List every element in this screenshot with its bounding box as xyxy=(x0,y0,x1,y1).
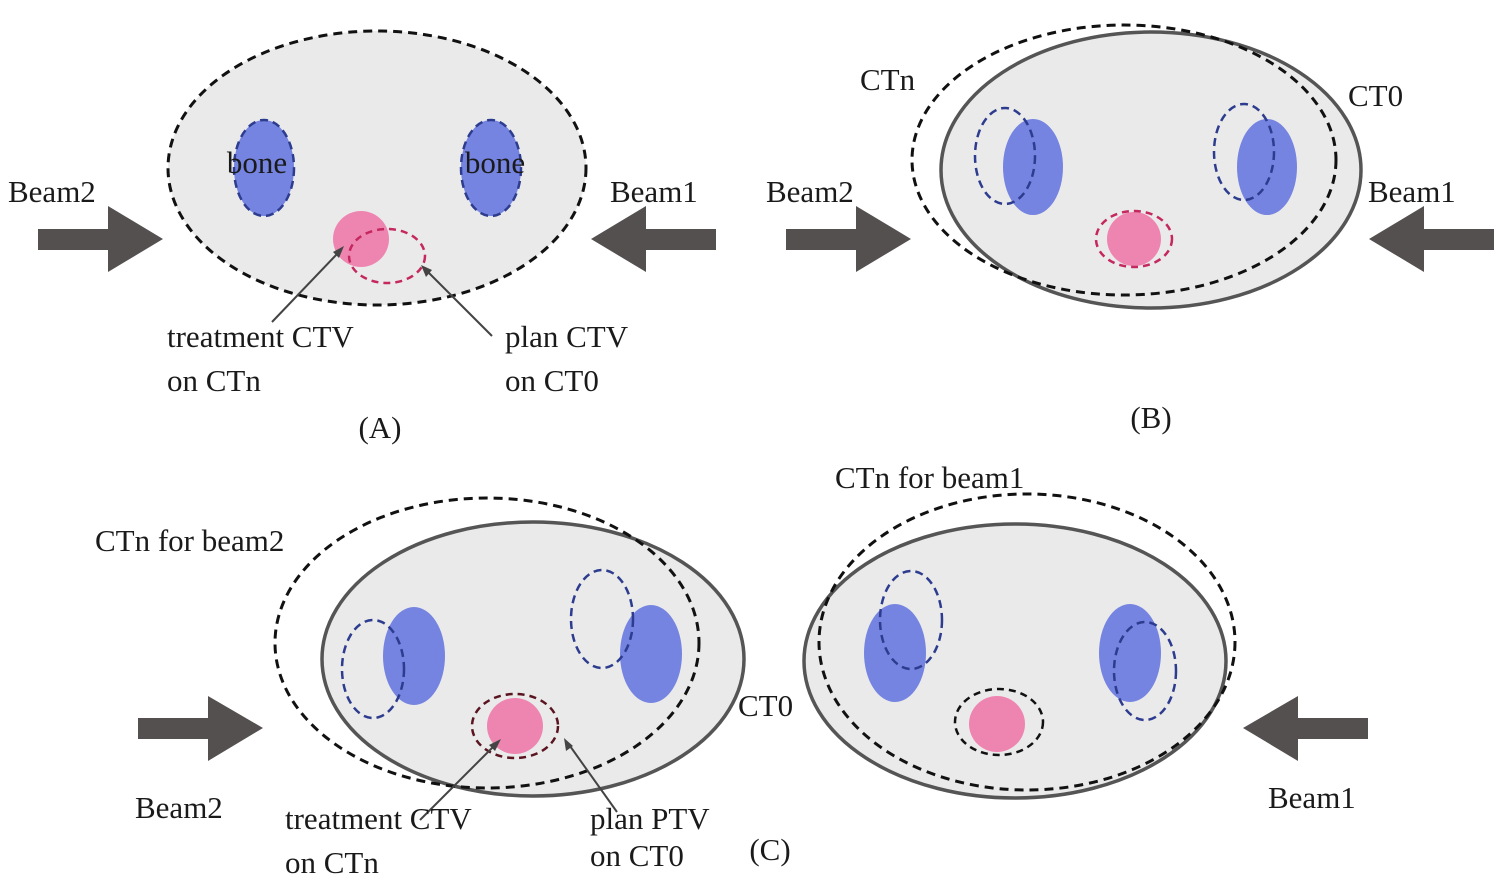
panel-c-left-body-fill xyxy=(322,522,744,796)
panel-b-plan-ctv xyxy=(1094,209,1174,269)
panel-a-callout-treatment-line1: treatment CTV xyxy=(167,319,354,354)
panel-b-ct0-outline xyxy=(939,30,1363,310)
panel-a-label: (A) xyxy=(358,410,401,445)
panel-a-beam-right-label: Beam1 xyxy=(610,174,698,209)
panel-a-beam-left-arrow xyxy=(38,206,163,272)
panel-a-body-outline xyxy=(166,29,588,307)
panel-a-bone-right xyxy=(461,120,521,216)
panel-c-callout-plan-line2: on CT0 xyxy=(590,838,684,873)
panel-a-pointer-plan-head xyxy=(421,265,432,277)
panel-c-beam-right-arrow xyxy=(1243,696,1368,761)
panel-b-bone-left xyxy=(1003,119,1063,215)
panel-a-pointer-treatment xyxy=(271,253,338,323)
panel-c-pointer-treatment xyxy=(419,745,495,821)
panel-c-pointer-plan xyxy=(569,745,618,813)
panel-c-left-bone-left-outline xyxy=(340,618,406,720)
panel-c-right-treatment-ctv xyxy=(969,696,1025,752)
panel-b-treatment-ctv xyxy=(1107,212,1161,266)
panel-c-callout-treatment-line1: treatment CTV xyxy=(285,801,472,836)
panel-c-ctn-beam1-label: CTn for beam1 xyxy=(835,460,1024,495)
panel-c-left-bone-left xyxy=(383,607,445,705)
panel-c-right-bone-left-outline xyxy=(878,569,944,671)
panel-a-pointer-treatment-head xyxy=(333,246,344,258)
panel-b-beam-left-label: Beam2 xyxy=(766,174,854,209)
panel-a-beam-left-label: Beam2 xyxy=(8,174,96,209)
panel-c-right-ctn-outline xyxy=(817,492,1237,792)
panel-a-bone-right-outline xyxy=(459,118,523,218)
panel-c-right-bone-right xyxy=(1099,604,1161,702)
panel-b-body-fill xyxy=(941,32,1361,308)
panel-c-ct0-label: CT0 xyxy=(738,688,793,723)
panel-c-beam-left-label: Beam2 xyxy=(135,790,223,825)
panel-a: bone bone Beam2 Beam1 treatment CTV on C… xyxy=(8,29,716,445)
panel-b-bone-right xyxy=(1237,119,1297,215)
panel-a-bone-left-label: bone xyxy=(227,145,287,180)
panel-c-label: (C) xyxy=(749,832,790,867)
panel-a-beam-right-arrow xyxy=(591,206,716,272)
panel-c-beam-right-label: Beam1 xyxy=(1268,780,1356,815)
panel-c-left-ctn-outline xyxy=(273,496,701,790)
panel-b-beam-left-arrow xyxy=(786,206,911,272)
panel-c-left: Beam2 treatment CTV on CTn plan PTV on C… xyxy=(95,496,793,880)
panel-b-label: (B) xyxy=(1130,400,1171,435)
panel-b-ctn-outline xyxy=(910,23,1338,297)
panel-a-callout-treatment-line2: on CTn xyxy=(167,363,261,398)
panel-c-right-bone-left xyxy=(864,604,926,702)
panel-b-bone-left-outline xyxy=(973,106,1037,206)
panel-a-callout-plan-line2: on CT0 xyxy=(505,363,599,398)
panel-a-treatment-ctv xyxy=(333,211,389,267)
panel-c-left-treatment-ctv xyxy=(487,698,543,754)
panel-b-beam-right-arrow xyxy=(1369,206,1494,272)
panel-c-pointer-plan-head xyxy=(564,738,573,751)
panel-c-right-body-fill xyxy=(804,524,1226,798)
panel-c-callout-treatment-line2: on CTn xyxy=(285,845,379,880)
panel-b-ctn-label: CTn xyxy=(860,62,916,97)
panel-c-right: Beam1 CTn for beam1 xyxy=(802,460,1368,815)
panel-b: Beam2 Beam1 CTn CT0 (B) xyxy=(766,23,1494,435)
panel-c-left-bone-right xyxy=(620,605,682,703)
panel-b-beam-right-label: Beam1 xyxy=(1368,174,1456,209)
panel-c-beam-left-arrow xyxy=(138,696,263,761)
panel-c-callout-plan-line1: plan PTV xyxy=(590,801,710,836)
panel-a-bone-left xyxy=(234,120,294,216)
panel-b-ct0-label: CT0 xyxy=(1348,78,1403,113)
panel-a-plan-ctv xyxy=(347,227,427,285)
panel-c-right-plan-ptv xyxy=(953,687,1045,757)
panel-c-right-bone-right-outline xyxy=(1112,620,1178,722)
panel-a-bone-right-label: bone xyxy=(465,145,525,180)
panel-c-right-ct0-outline xyxy=(802,522,1228,800)
panel-c-left-bone-right-outline xyxy=(569,568,635,670)
panel-a-bone-left-outline xyxy=(232,118,296,218)
panel-c-left-ct0-outline xyxy=(320,520,746,798)
panel-c-ctn-beam2-label: CTn for beam2 xyxy=(95,523,284,558)
panel-c-left-plan-ptv xyxy=(470,692,560,760)
panel-b-bone-right-outline xyxy=(1212,102,1276,202)
panel-a-callout-plan-line1: plan CTV xyxy=(505,319,629,354)
panel-a-pointer-plan xyxy=(427,271,493,337)
panel-a-body-fill xyxy=(168,31,586,305)
panel-c-pointer-treatment-head xyxy=(489,739,501,751)
